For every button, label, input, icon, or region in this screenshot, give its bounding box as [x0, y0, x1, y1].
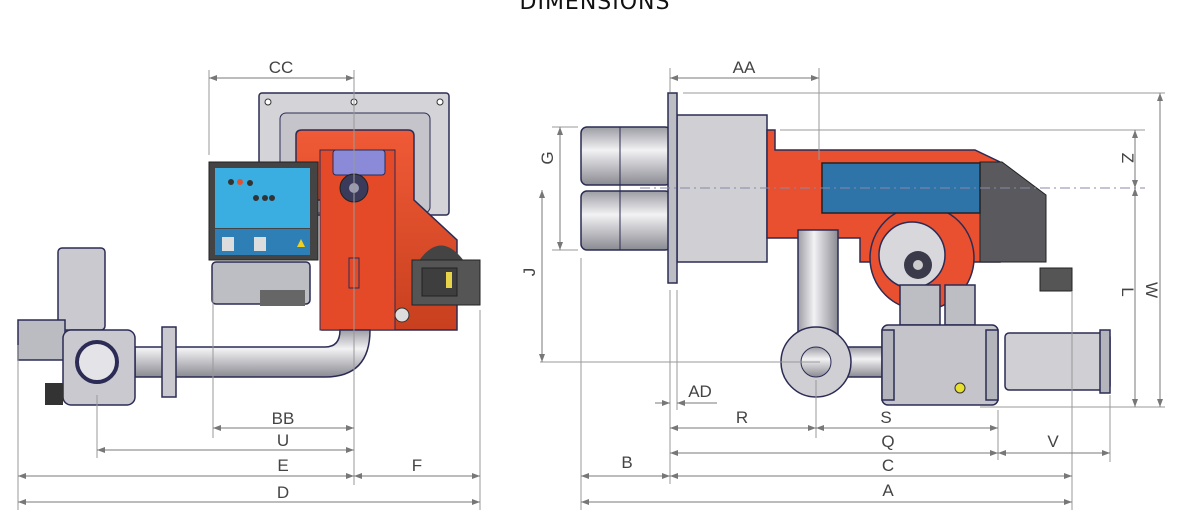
blast-tube-upper [580, 126, 672, 186]
dim-label-w: W [1142, 282, 1161, 298]
dim-label-u: U [277, 431, 289, 450]
side-view-burner [580, 92, 1111, 406]
gas-valve-side [881, 324, 999, 406]
dim-label-c: C [882, 456, 894, 475]
dim-label-s: S [880, 408, 891, 427]
gas-pipe [134, 329, 371, 378]
dim-label-aa: AA [733, 58, 756, 77]
dim-label-d: D [277, 483, 289, 502]
cover-hood [979, 161, 1047, 263]
dim-label-r: R [736, 408, 748, 427]
side-view-dimensions: AA G J Z L W AD R S Q V B C A [520, 58, 1165, 510]
dim-label-b: B [621, 453, 632, 472]
dim-label-ad: AD [688, 382, 712, 401]
blast-tube-lower [580, 190, 672, 251]
dim-label-q: Q [881, 432, 894, 451]
dim-label-z: Z [1118, 153, 1137, 163]
dim-label-f: F [412, 456, 422, 475]
front-view-dimensions: CC BB U E F D [17, 58, 481, 510]
dim-label-bb: BB [272, 409, 295, 428]
dim-label-a: A [882, 481, 894, 500]
dim-label-v: V [1047, 432, 1059, 451]
gas-filter [1004, 332, 1111, 391]
display-window [332, 149, 386, 176]
front-view-burner [17, 92, 481, 406]
page-title: DIMENSIONS [519, 0, 671, 15]
vertical-gas-pipe [797, 229, 839, 336]
dim-label-g: G [538, 151, 557, 164]
dim-label-l: L [1118, 287, 1137, 296]
dim-label-e: E [277, 456, 288, 475]
pipe-flange [161, 326, 177, 398]
valve-actuator [57, 247, 106, 331]
dim-label-cc: CC [269, 58, 294, 77]
dim-label-j: J [520, 268, 539, 277]
